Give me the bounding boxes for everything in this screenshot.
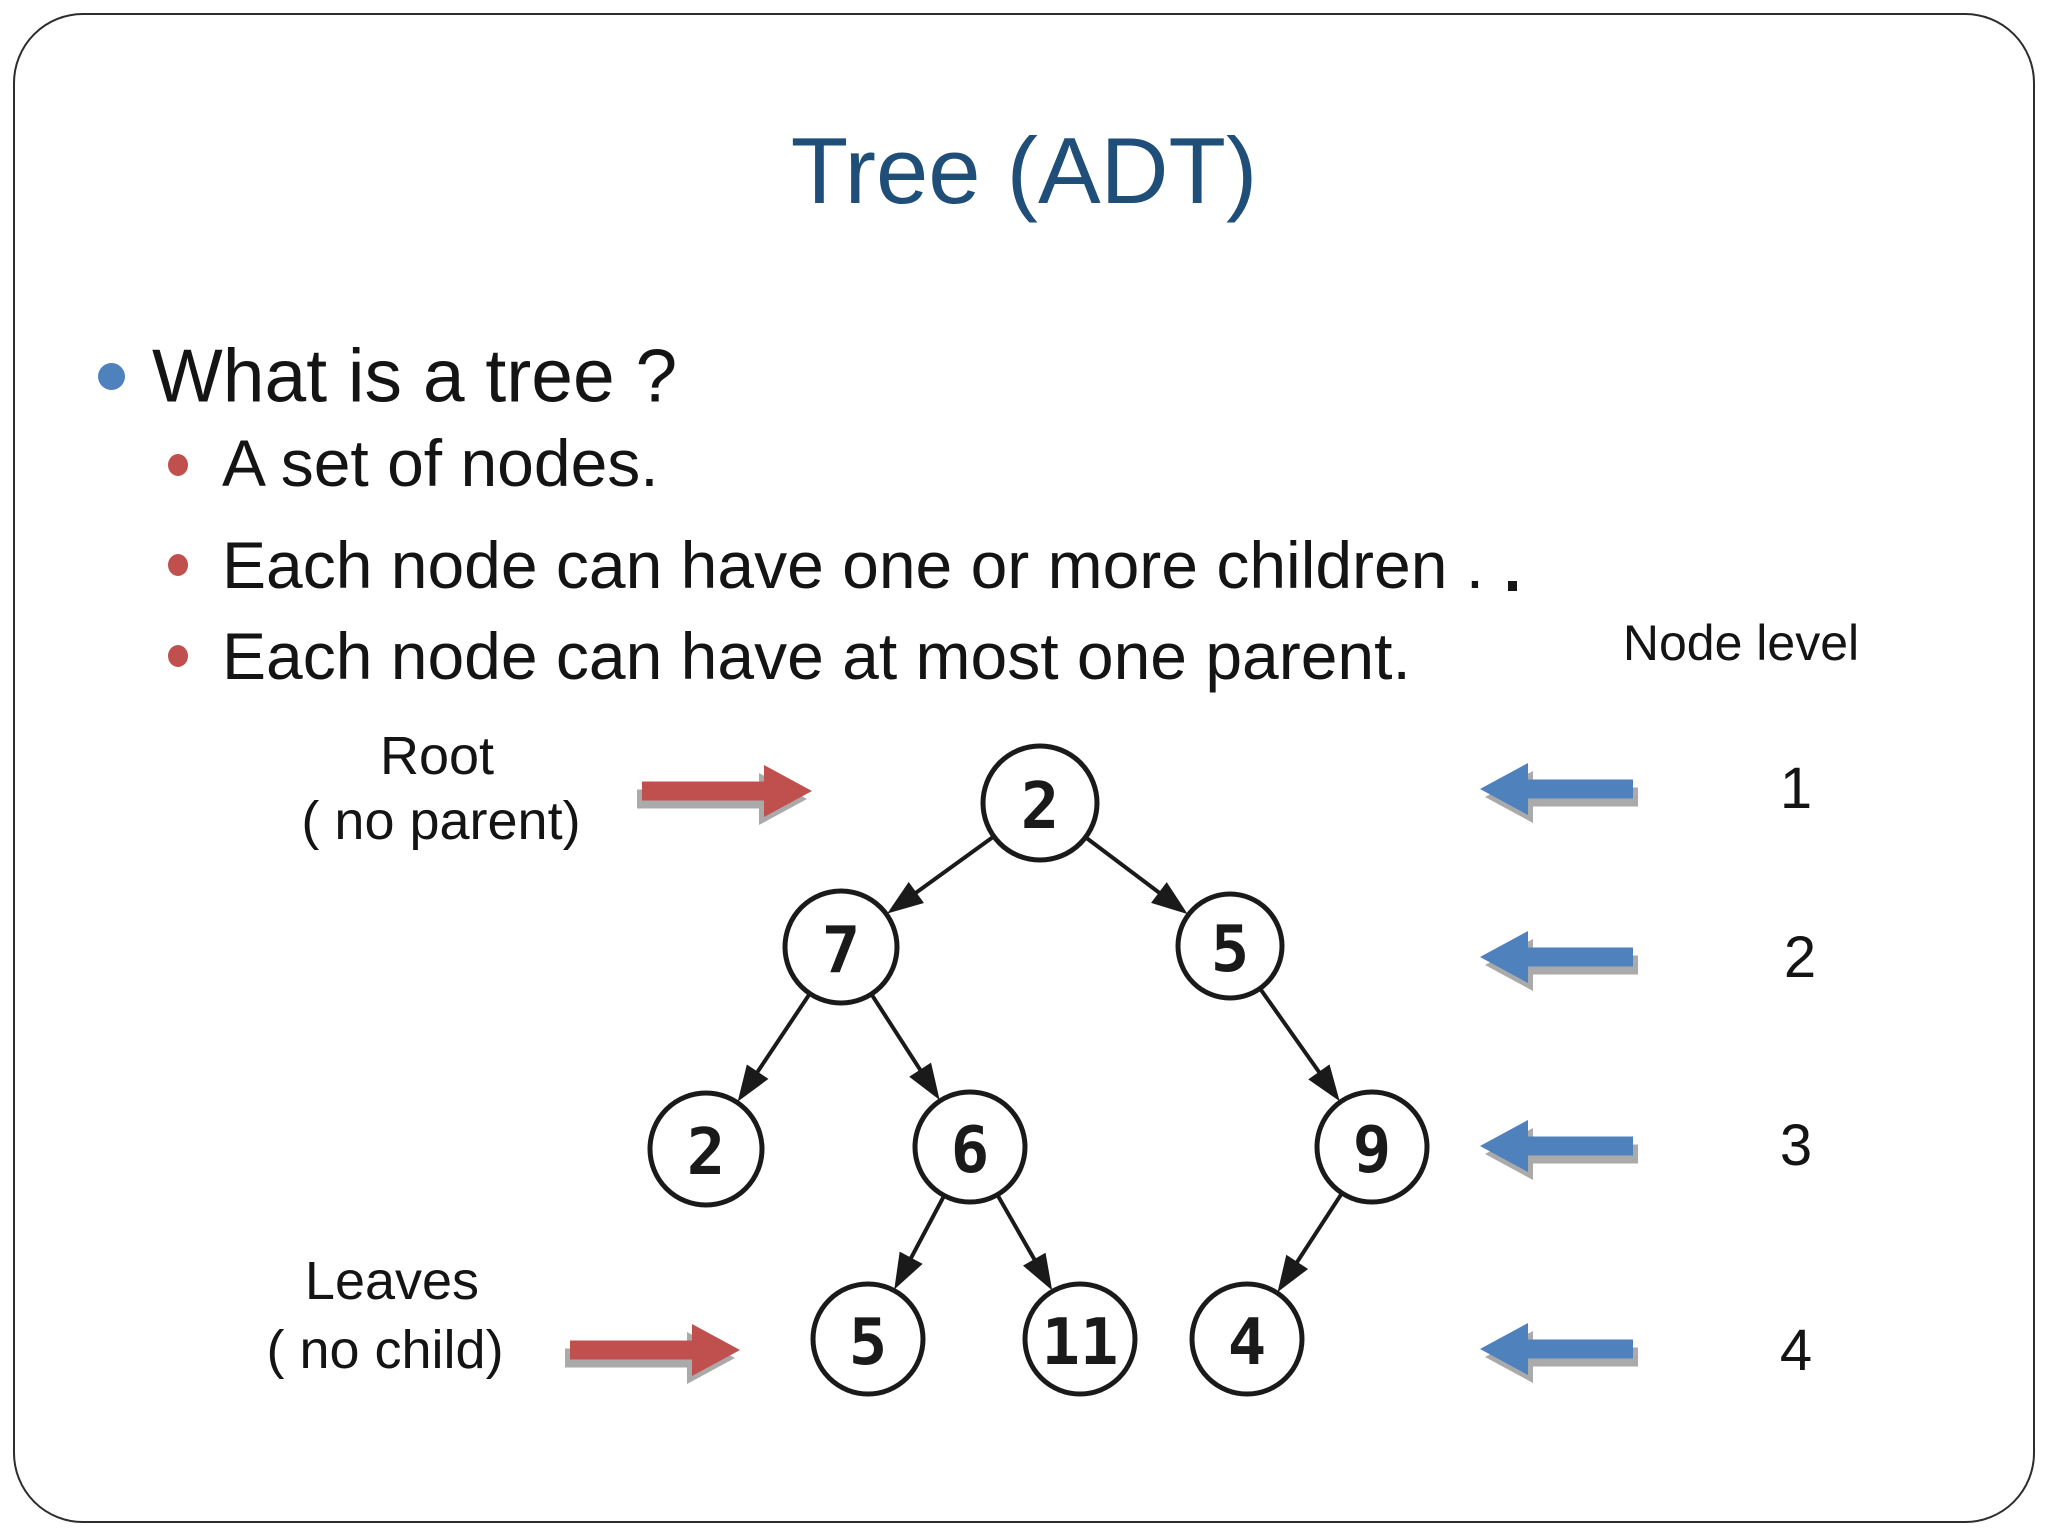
tree-node-value: 4 [1228,1306,1267,1380]
root-label-line2: ( no parent) [301,791,581,851]
edge-arrowhead-icon [894,1251,923,1290]
root-label-line1: Root [379,726,495,786]
bullet-main: What is a tree ? [152,333,678,418]
edge-arrowhead-icon [737,1064,769,1102]
level-number-3: 3 [1779,1113,1813,1178]
blue-left-arrow-icon [1480,1323,1633,1375]
blue-left-arrow-icon [1480,931,1633,983]
tree-node-value: 6 [951,1114,990,1188]
edge-arrowhead-icon [1022,1252,1053,1291]
blue-left-arrow-icon [1480,1120,1633,1172]
stray-square-mark [1508,581,1517,591]
tree-node-circle [1189,1281,1305,1397]
blue-left-arrow-icon [1480,763,1633,815]
tree-node-circle [1314,1089,1430,1205]
red-right-arrow-icon [570,1324,740,1376]
edge-arrowhead-icon [1277,1254,1309,1293]
tree-node-circle [1022,1281,1138,1397]
tree-edge [751,993,811,1080]
bullet-dot-blue [98,363,125,390]
tree-node-value: 9 [1353,1114,1392,1188]
bullet-sub-3: Each node can have at most one parent. [222,619,1411,693]
tree-node-circle [810,1281,926,1397]
tree-edge [1291,1192,1344,1270]
slide-title: Tree (ADT) [790,118,1258,223]
edge-arrowhead-icon [1151,882,1188,915]
tree-node-value: 2 [1021,770,1060,844]
tree-node-value: 5 [1211,913,1250,987]
node-level-label: Node level [1622,615,1860,671]
bullet-dot-red [168,554,188,576]
tree-node-circle [1175,891,1285,1001]
tree-edge [908,835,995,899]
level-number-2: 2 [1783,925,1817,990]
tree-edge [1085,836,1167,899]
leaves-label-line1: Leaves [304,1251,480,1311]
edge-arrowhead-icon [1308,1064,1340,1102]
tree-edge [870,993,927,1078]
red-right-arrow-icon [642,765,812,817]
tree-node-value: 11 [1041,1306,1118,1380]
bullet-dot-red [168,645,188,667]
level-number-4: 4 [1779,1318,1813,1383]
leaves-label-line2: ( no child) [266,1320,504,1380]
edge-arrowhead-icon [909,1062,940,1100]
tree-node-circle [912,1089,1028,1205]
tree-node-value: 2 [687,1116,726,1190]
level-number-1: 1 [1779,756,1813,821]
tree-edge [996,1194,1040,1268]
bullet-sub-1: A set of nodes. [222,426,659,500]
bullet-dot-red [168,454,188,476]
tree-edge [905,1195,946,1266]
tree-node-value: 5 [849,1306,888,1380]
tree-node-circle [782,888,900,1006]
tree-edge [1258,988,1326,1080]
tree-node-circle [647,1090,765,1208]
tree-node-value: 7 [822,914,861,988]
tree-node-circle [980,743,1100,863]
edge-arrowhead-icon [887,881,924,914]
bullet-sub-2: Each node can have one or more children … [222,528,1485,602]
